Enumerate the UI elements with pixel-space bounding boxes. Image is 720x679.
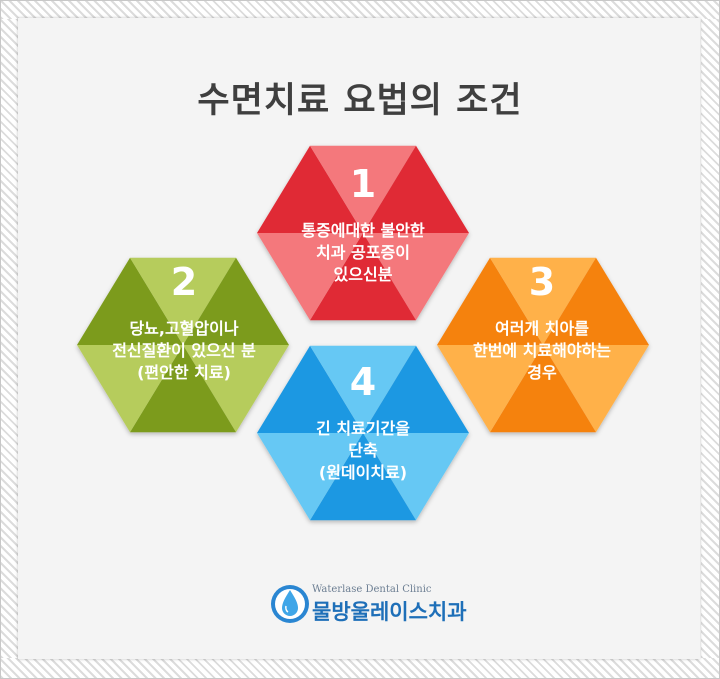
hexagon-2-text: 2 당뇨,고혈압이나 전신질환이 있으신 분 (편안한 치료) <box>84 260 284 384</box>
hexagon-1-facet <box>310 233 416 321</box>
hexagon-1-facet <box>257 145 363 233</box>
hexagon-1-facet <box>363 145 469 233</box>
hexagon-1 <box>257 145 469 321</box>
hexagon-2-facet <box>130 345 236 433</box>
hexagon-1-line-2: 치과 공포증이 <box>316 243 410 262</box>
hexagon-4-facet <box>310 345 416 433</box>
frame-stripe-left <box>1 19 19 658</box>
hexagon-2-number: 2 <box>170 260 198 304</box>
hexagon-3 <box>437 257 649 433</box>
hexagon-3-facet <box>437 345 543 433</box>
hexagon-2-line-1: 당뇨,고혈압이나 <box>129 319 239 338</box>
hexagon-2-facet <box>183 345 289 433</box>
hexagon-3-facet <box>490 257 596 345</box>
water-drop-icon <box>271 585 309 623</box>
page-title: 수면치료 요법의 조건 <box>197 81 523 121</box>
hexagon-3-facet <box>543 257 649 345</box>
hexagon-2-facet <box>77 257 183 345</box>
hexagon-1-line-3: 있으신분 <box>333 265 393 284</box>
hexagon-4-line-3: (원데이치료) <box>318 463 408 482</box>
hexagon-3-text: 3 여러개 치아를 한번에 치료해야하는 경우 <box>442 260 642 384</box>
hexagon-1-line-1: 통증에대한 불안한 <box>301 221 425 240</box>
hexagon-3-facet <box>437 257 543 345</box>
hexagon-4-facet <box>363 433 469 521</box>
hexagon-4 <box>257 345 469 521</box>
hexagon-3-line-1: 여러개 치아를 <box>495 319 589 338</box>
clinic-logo: Waterlase Dental Clinic 물방울레이스치과 <box>270 578 500 628</box>
logo-korean-text: 물방울레이스치과 <box>312 600 467 624</box>
frame-stripe-right <box>701 19 719 658</box>
hexagon-4-facet <box>257 433 363 521</box>
hexagon-3-line-2: 한번에 치료해야하는 <box>472 341 612 360</box>
logo-english-text: Waterlase Dental Clinic <box>312 584 432 595</box>
hexagon-4-facet <box>310 433 416 521</box>
hexagon-4-text: 4 긴 치료기간을 단축 (원데이치료) <box>263 360 463 484</box>
hexagon-1-facet <box>310 145 416 233</box>
hexagon-4-number: 4 <box>349 360 377 404</box>
hexagon-2-facet <box>183 257 289 345</box>
hexagon-1-number: 1 <box>349 162 377 206</box>
hexagon-3-facet <box>543 345 649 433</box>
hexagon-1-facet <box>257 233 363 321</box>
hexagon-2-line-2: 전신질환이 있으신 분 <box>112 341 256 360</box>
hexagon-2-line-3: (편안한 치료) <box>137 363 231 382</box>
hexagon-3-facet <box>490 345 596 433</box>
hexagon-3-number: 3 <box>528 260 556 304</box>
hexagon-3-line-3: 경우 <box>527 363 557 382</box>
hexagon-2 <box>77 257 289 433</box>
hexagon-4-facet <box>257 345 363 433</box>
hexagon-2-facet <box>130 257 236 345</box>
hexagon-1-facet <box>363 233 469 321</box>
hexagon-4-line-1: 긴 치료기간을 <box>316 419 410 438</box>
hexagon-2-facet <box>77 345 183 433</box>
hexagon-1-text: 1 통증에대한 불안한 치과 공포증이 있으신분 <box>263 162 463 286</box>
hexagon-4-line-2: 단축 <box>348 441 378 460</box>
hexagon-4-facet <box>363 345 469 433</box>
